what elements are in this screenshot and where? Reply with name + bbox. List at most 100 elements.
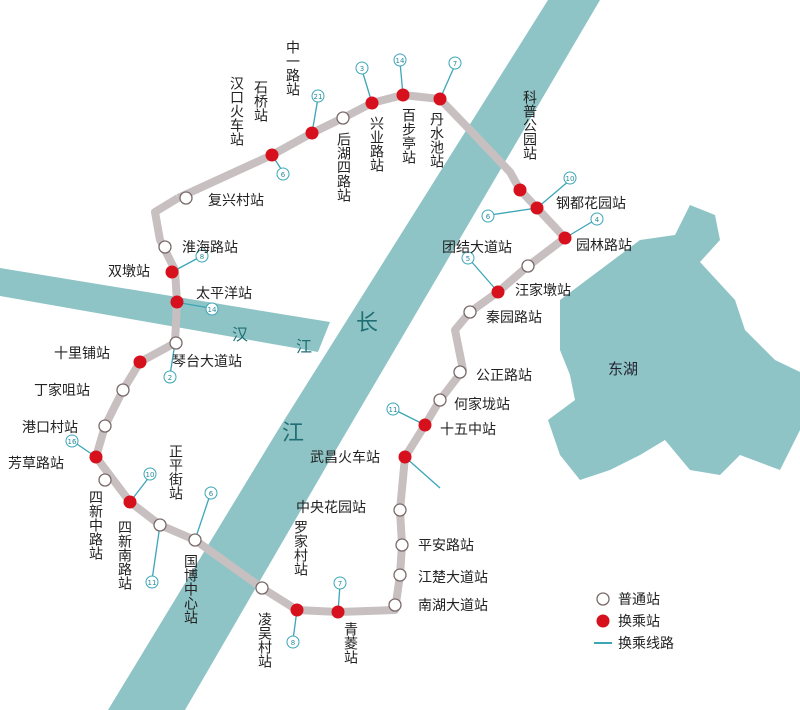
station-marker[interactable] — [89, 450, 103, 464]
station-marker[interactable] — [433, 393, 447, 407]
station-label: 四新中路站 — [87, 490, 103, 560]
station-marker[interactable] — [395, 538, 409, 552]
station-label: 青菱站 — [342, 622, 358, 664]
transfer-num: 21 — [314, 93, 323, 101]
station-marker[interactable] — [98, 419, 112, 433]
station-label: 正平街站 — [167, 444, 183, 500]
station-label: 石桥站 — [252, 80, 268, 122]
transfer-num: 5 — [466, 255, 470, 263]
transfer-num: 8 — [200, 253, 204, 261]
metro-route-line — [92, 91, 569, 616]
transfer-num: 7 — [338, 580, 342, 588]
station-label: 钢都花园站 — [556, 196, 626, 212]
station-marker[interactable] — [398, 450, 412, 464]
han-river-label-2: 江 — [296, 337, 312, 356]
station-marker[interactable] — [98, 473, 112, 487]
river-label-chang: 长 — [356, 311, 378, 336]
transfer-num: 6 — [486, 213, 491, 221]
station-label: 科普公园站 — [521, 90, 537, 160]
transfer-num: 2 — [168, 374, 172, 382]
station-label: 罗家村站 — [292, 520, 308, 576]
transfer-num: 10 — [566, 175, 575, 183]
legend: 普通站 换乘站 换乘线路 — [594, 592, 674, 652]
station-marker[interactable] — [179, 191, 193, 205]
station-marker[interactable] — [188, 533, 202, 547]
station-marker[interactable] — [290, 603, 304, 617]
station-marker[interactable] — [396, 88, 410, 102]
legend-interchange-icon — [596, 614, 610, 628]
station-label: 丹水池站 — [428, 112, 444, 168]
station-marker[interactable] — [463, 305, 477, 319]
station-marker[interactable] — [453, 365, 467, 379]
station-label: 武昌火车站 — [310, 449, 380, 466]
station-label: 后湖四路站 — [335, 132, 351, 202]
station-label: 南湖大道站 — [418, 598, 488, 614]
station-marker[interactable] — [305, 126, 319, 140]
station-label: 太平洋站 — [196, 286, 252, 302]
station-label: 平安路站 — [418, 538, 474, 554]
station-label: 秦园路站 — [486, 310, 542, 326]
station-marker[interactable] — [169, 336, 183, 350]
station-marker[interactable] — [116, 383, 130, 397]
station-label: 淮海路站 — [182, 240, 238, 256]
station-label: 中央花园站 — [296, 500, 366, 516]
station-label: 汪家墩站 — [515, 282, 571, 299]
station-marker[interactable] — [255, 581, 269, 595]
transfer-number-circles: 7 14 3 21 6 10 6 4 5 11 7 8 6 10 16 8 14… — [65, 53, 604, 649]
stations — [89, 88, 572, 619]
transfer-num: 8 — [291, 639, 295, 647]
transfer-num: 16 — [68, 438, 77, 446]
station-marker[interactable] — [158, 240, 172, 254]
station-marker[interactable] — [123, 495, 137, 509]
station-label: 中一路站 — [284, 40, 300, 96]
station-marker[interactable] — [388, 598, 402, 612]
station-marker[interactable] — [418, 418, 432, 432]
transfer-num: 11 — [148, 579, 157, 587]
transfer-num: 10 — [146, 471, 155, 479]
station-label: 十五中站 — [440, 422, 496, 438]
station-marker[interactable] — [393, 568, 407, 582]
station-marker[interactable] — [133, 355, 147, 369]
station-marker[interactable] — [165, 265, 179, 279]
transfer-num: 14 — [396, 57, 405, 65]
station-label: 园林路站 — [576, 238, 632, 254]
station-marker[interactable] — [336, 111, 350, 125]
station-label: 凌吴村站 — [256, 612, 272, 668]
station-marker[interactable] — [393, 503, 407, 517]
station-label: 复兴村站 — [208, 192, 264, 209]
station-label: 港口村站 — [22, 420, 78, 436]
station-marker[interactable] — [513, 183, 527, 197]
han-river — [0, 268, 330, 352]
station-label: 琴台大道站 — [172, 354, 242, 370]
transfer-num: 7 — [453, 60, 457, 68]
station-label: 百步亭站 — [400, 108, 416, 164]
yangtze-river — [108, 0, 600, 710]
station-marker[interactable] — [521, 259, 535, 273]
station-marker[interactable] — [530, 201, 544, 215]
station-marker[interactable] — [491, 285, 505, 299]
station-label: 国博中心站 — [182, 554, 198, 624]
station-label: 汉口火车站 — [228, 76, 244, 146]
station-marker[interactable] — [365, 96, 379, 110]
east-lake-label: 东湖 — [608, 360, 638, 378]
station-label: 双墩站 — [108, 264, 150, 280]
transfer-num: 4 — [595, 216, 600, 224]
legend-regular-icon — [596, 592, 610, 606]
river-label-jiang: 江 — [282, 421, 304, 446]
station-label: 芳草路站 — [8, 455, 64, 472]
transfer-num: 6 — [281, 171, 286, 179]
east-lake — [548, 205, 800, 480]
station-labels: 汉口火车站 石桥站 中一路站 后湖四路站 兴业路站 百步亭站 丹水池站 科普公园… — [8, 40, 632, 668]
station-marker[interactable] — [433, 92, 447, 106]
station-label: 丁家咀站 — [34, 382, 90, 399]
station-label: 公正路站 — [476, 368, 532, 384]
station-marker[interactable] — [331, 605, 345, 619]
station-marker[interactable] — [558, 231, 572, 245]
transfer-num: 11 — [389, 406, 398, 414]
station-marker[interactable] — [170, 295, 184, 309]
station-label: 团结大道站 — [442, 240, 512, 256]
station-marker[interactable] — [265, 148, 279, 162]
station-marker[interactable] — [153, 518, 167, 532]
